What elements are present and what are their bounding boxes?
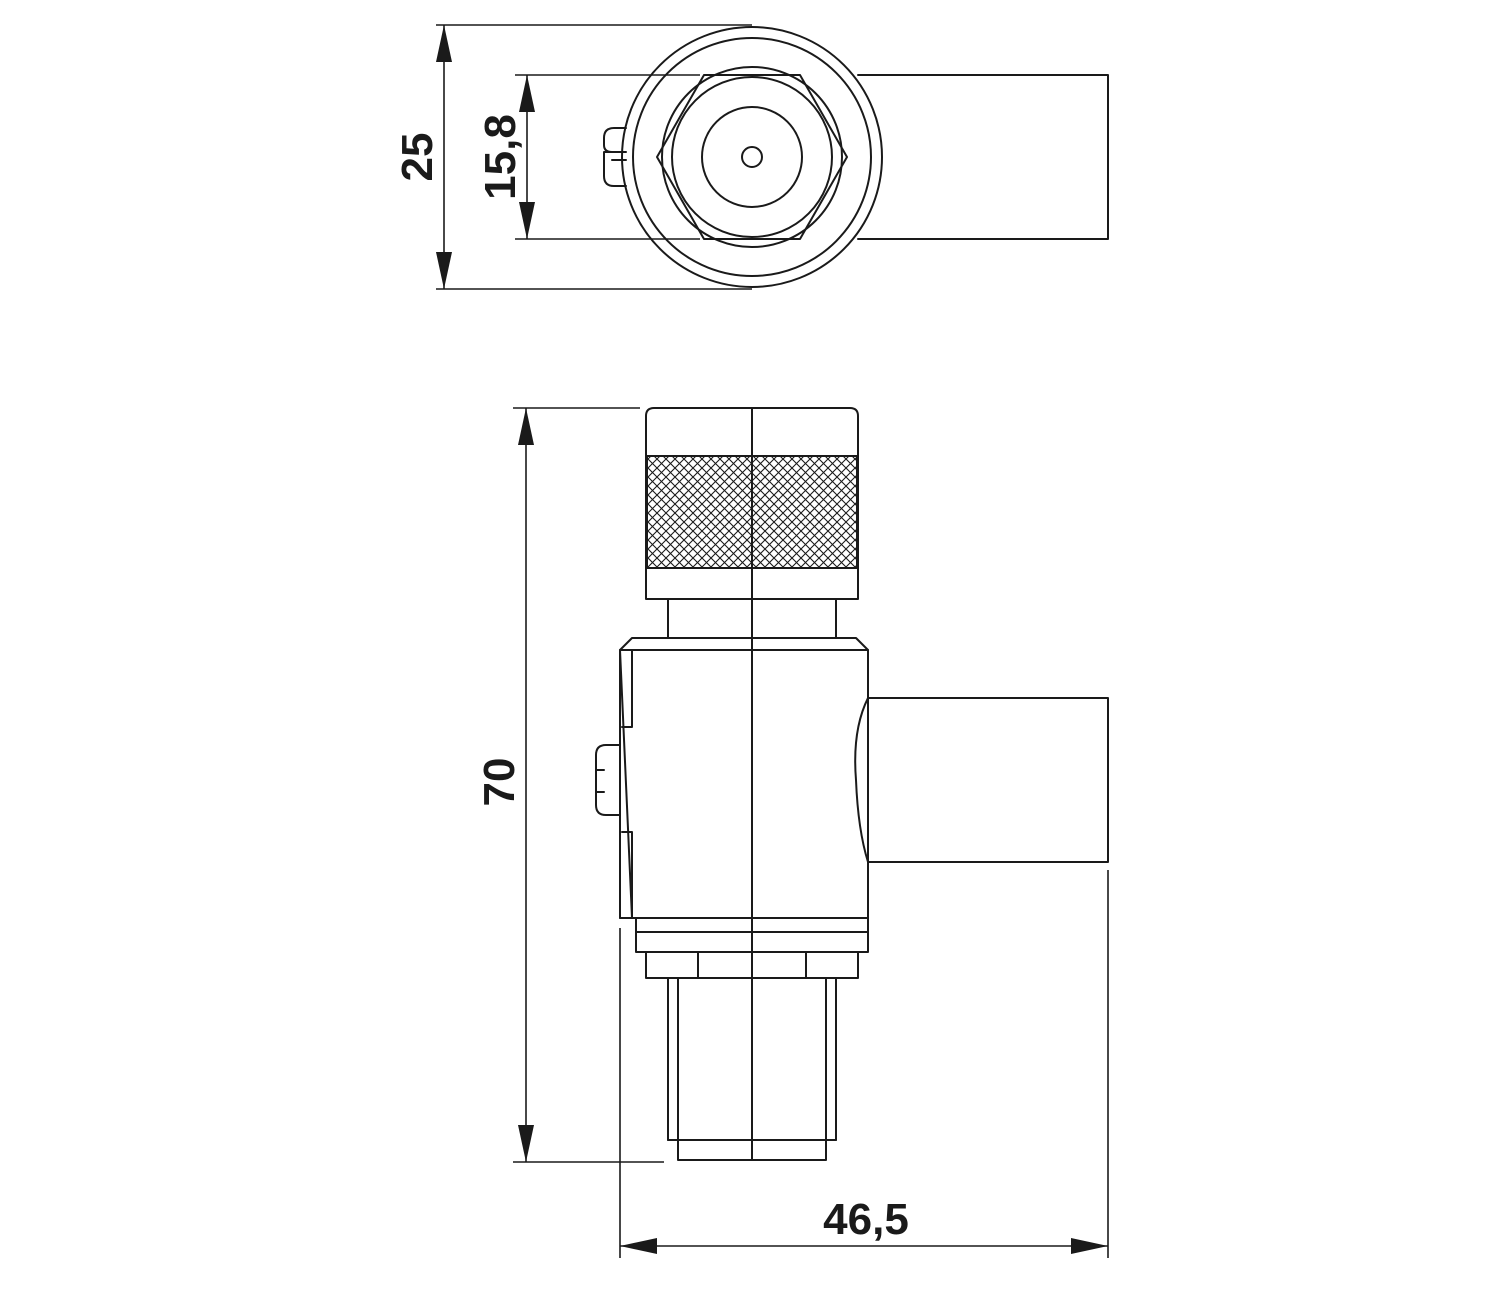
front-view	[603, 26, 1109, 288]
front-view-outlet-stub	[857, 74, 1109, 240]
dimension-width: 46,5	[619, 870, 1109, 1258]
side-view-cap	[645, 407, 859, 600]
front-view-inner-ring	[632, 37, 872, 277]
side-view-body	[619, 637, 869, 919]
front-view-center-pin	[741, 146, 763, 168]
side-view-ground-screw	[595, 744, 621, 816]
dimension-label-46-5: 46,5	[823, 1195, 909, 1244]
dimension-height: 70	[475, 407, 664, 1163]
side-view-neck	[667, 598, 837, 639]
front-view-insulator	[701, 106, 803, 208]
side-view-outlet-joint	[854, 697, 869, 863]
front-view-outer-ring	[621, 26, 883, 288]
dimension-label-70: 70	[475, 758, 524, 807]
front-view-connector-ring	[671, 76, 833, 238]
side-view-body-left	[619, 649, 633, 919]
dimension-label-15-8: 15,8	[476, 114, 525, 200]
side-view-outlet	[867, 697, 1109, 863]
dimension-outer-diameter: 25	[393, 24, 752, 290]
front-view-ground-screw	[603, 127, 627, 187]
front-view-hex-chamfer	[661, 66, 843, 248]
dimension-label-25: 25	[393, 133, 442, 182]
side-view	[595, 407, 1109, 1161]
dimension-hex-size: 15,8	[476, 74, 700, 240]
front-view-hex-nut	[656, 74, 848, 240]
